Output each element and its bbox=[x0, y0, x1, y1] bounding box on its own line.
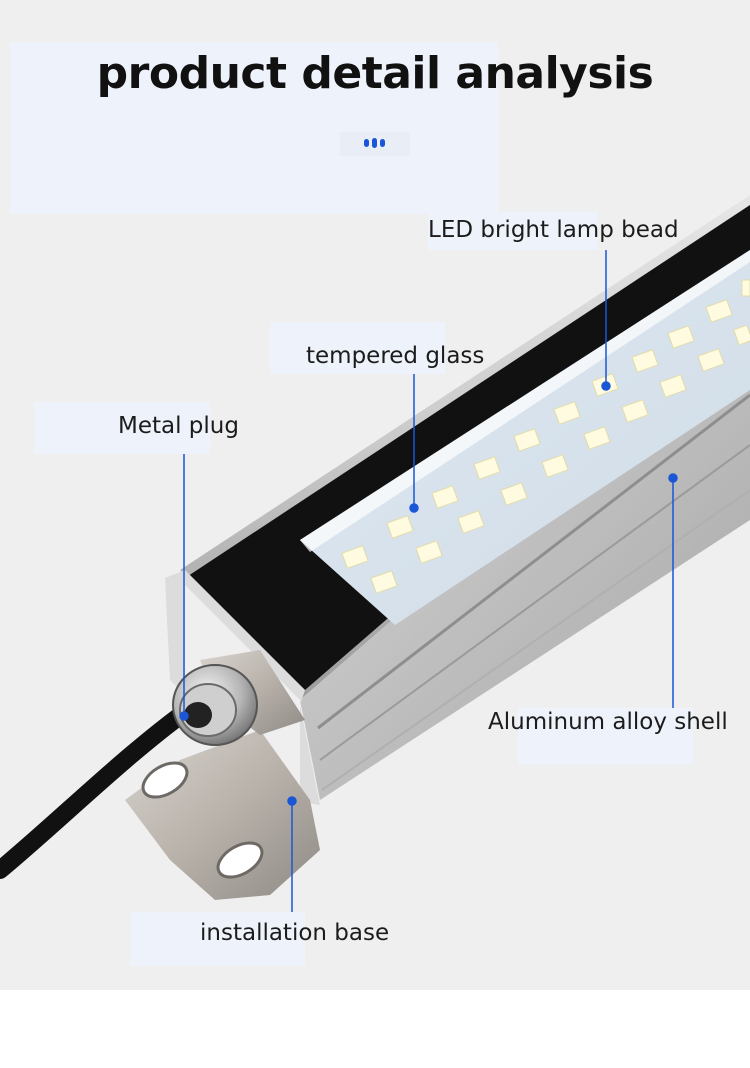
metal-plug bbox=[172, 664, 258, 746]
bottom-white-strip bbox=[0, 990, 750, 1068]
led-bead-label: LED bright lamp bead bbox=[428, 217, 679, 243]
shell-label-backdrop bbox=[518, 708, 693, 764]
title-backdrop bbox=[10, 42, 498, 214]
bracket-hole-upper bbox=[141, 761, 189, 799]
installation-base-label: installation base bbox=[200, 920, 390, 946]
page-title: product detail analysis bbox=[96, 48, 654, 99]
metal-plug-label: Metal plug bbox=[118, 413, 239, 439]
glass-label-backdrop bbox=[270, 322, 445, 374]
led-label-backdrop bbox=[428, 212, 598, 250]
decorative-dots-icon bbox=[340, 132, 410, 156]
callout-leaders bbox=[179, 250, 678, 912]
bracket-hole-lower bbox=[216, 841, 264, 879]
power-cable bbox=[0, 703, 194, 879]
tempered-glass-label: tempered glass bbox=[306, 343, 485, 369]
led-light-bar-illustration bbox=[0, 195, 750, 912]
led-beads bbox=[341, 279, 750, 594]
plug-label-backdrop bbox=[34, 402, 210, 454]
aluminum-shell-label: Aluminum alloy shell bbox=[488, 709, 728, 735]
base-label-backdrop bbox=[130, 912, 305, 966]
